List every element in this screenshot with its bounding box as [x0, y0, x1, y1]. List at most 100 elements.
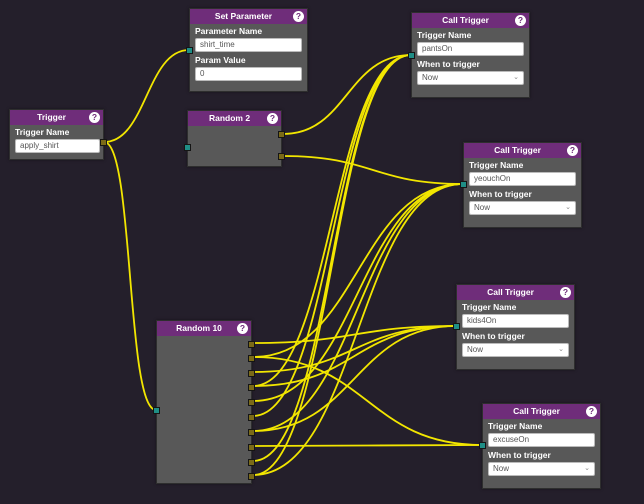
trigger-name-input[interactable]: excuseOn [488, 433, 595, 447]
trigger-name-label: Trigger Name [15, 127, 70, 137]
random-10-header[interactable]: Random 10 ? [157, 321, 251, 336]
trigger-name-input[interactable]: yeouchOn [469, 172, 576, 186]
output-port-10[interactable] [248, 473, 255, 480]
call-trigger-node-kids[interactable]: Call Trigger ? Trigger Name kids4On When… [453, 284, 575, 370]
connection-wire [282, 155, 464, 185]
parameter-name-label: Parameter Name [195, 26, 263, 36]
input-port[interactable] [184, 144, 191, 151]
output-port-1[interactable] [278, 131, 285, 138]
input-port[interactable] [479, 442, 486, 449]
output-port-5[interactable] [248, 399, 255, 406]
connection-wire [103, 141, 157, 411]
output-port-1[interactable] [248, 341, 255, 348]
help-icon[interactable]: ? [293, 11, 304, 22]
when-to-trigger-select[interactable]: Now ⌄ [488, 462, 595, 476]
trigger-name-label: Trigger Name [417, 30, 472, 40]
trigger-node[interactable]: Trigger ? Trigger Name apply_shirt [9, 109, 107, 160]
output-port-6[interactable] [248, 414, 255, 421]
trigger-name-label: Trigger Name [462, 302, 517, 312]
connection-wire [252, 183, 464, 358]
input-port[interactable] [408, 52, 415, 59]
node-title: Random 10 [176, 323, 222, 333]
call-trigger-header[interactable]: Call Trigger ? [464, 143, 581, 158]
output-port-7[interactable] [248, 429, 255, 436]
help-icon[interactable]: ? [515, 15, 526, 26]
input-port[interactable] [153, 407, 160, 414]
connection-wire [252, 54, 412, 476]
help-icon[interactable]: ? [237, 323, 248, 334]
output-port-8[interactable] [248, 444, 255, 451]
param-value-label: Param Value [195, 55, 246, 65]
set-parameter-header[interactable]: Set Parameter ? [190, 9, 307, 24]
output-port-3[interactable] [248, 370, 255, 377]
call-trigger-node-yeouch[interactable]: Call Trigger ? Trigger Name yeouchOn Whe… [460, 142, 582, 228]
node-title: Call Trigger [494, 145, 541, 155]
connection-wire [252, 444, 483, 447]
trigger-header[interactable]: Trigger ? [10, 110, 103, 125]
chevron-down-icon: ⌄ [584, 465, 590, 472]
connection-wire [252, 356, 483, 446]
chevron-down-icon: ⌄ [565, 204, 571, 211]
output-port-2[interactable] [278, 153, 285, 160]
select-value: Now [474, 203, 491, 212]
parameter-name-input[interactable]: shirt_time [195, 38, 302, 52]
call-trigger-node-excuse[interactable]: Call Trigger ? Trigger Name excuseOn Whe… [479, 403, 601, 489]
select-value: Now [493, 464, 510, 473]
when-to-trigger-label: When to trigger [462, 331, 525, 341]
chevron-down-icon: ⌄ [558, 346, 564, 353]
random-2-header[interactable]: Random 2 ? [188, 111, 281, 126]
output-port-2[interactable] [248, 355, 255, 362]
connection-wire [252, 325, 457, 344]
help-icon[interactable]: ? [89, 112, 100, 123]
connection-wire [252, 183, 464, 402]
connection-wire [252, 183, 464, 432]
output-port-4[interactable] [248, 384, 255, 391]
when-to-trigger-label: When to trigger [488, 450, 551, 460]
connection-wire [252, 325, 457, 432]
when-to-trigger-label: When to trigger [469, 189, 532, 199]
connection-wire [103, 49, 190, 143]
when-to-trigger-select[interactable]: Now ⌄ [469, 201, 576, 215]
help-icon[interactable]: ? [567, 145, 578, 156]
connection-wire [252, 54, 412, 387]
node-title: Random 2 [208, 113, 251, 123]
help-icon[interactable]: ? [267, 113, 278, 124]
when-to-trigger-select[interactable]: Now ⌄ [462, 343, 569, 357]
set-parameter-node[interactable]: Set Parameter ? Parameter Name shirt_tim… [186, 8, 308, 92]
random-10-node[interactable]: Random 10 ? [153, 320, 255, 484]
connection-wire [252, 183, 464, 476]
call-trigger-header[interactable]: Call Trigger ? [483, 404, 600, 419]
trigger-name-input[interactable]: pantsOn [417, 42, 524, 56]
node-title: Call Trigger [487, 287, 534, 297]
output-port-9[interactable] [248, 459, 255, 466]
connection-wire [252, 325, 457, 387]
trigger-name-label: Trigger Name [488, 421, 543, 431]
input-port[interactable] [453, 323, 460, 330]
trigger-name-label: Trigger Name [469, 160, 524, 170]
help-icon[interactable]: ? [586, 406, 597, 417]
node-title: Trigger [37, 112, 66, 122]
trigger-name-input[interactable]: kids4On [462, 314, 569, 328]
call-trigger-header[interactable]: Call Trigger ? [412, 13, 529, 28]
connection-wire [282, 54, 412, 135]
node-title: Call Trigger [442, 15, 489, 25]
when-to-trigger-label: When to trigger [417, 59, 480, 69]
select-value: Now [467, 345, 484, 354]
trigger-name-input[interactable]: apply_shirt [15, 139, 100, 153]
input-port[interactable] [460, 181, 467, 188]
when-to-trigger-select[interactable]: Now ⌄ [417, 71, 524, 85]
param-value-input[interactable]: 0 [195, 67, 302, 81]
chevron-down-icon: ⌄ [513, 74, 519, 81]
node-title: Set Parameter [214, 11, 273, 21]
call-trigger-header[interactable]: Call Trigger ? [457, 285, 574, 300]
help-icon[interactable]: ? [560, 287, 571, 298]
random-2-node[interactable]: Random 2 ? [184, 110, 285, 167]
input-port[interactable] [186, 47, 193, 54]
select-value: Now [422, 73, 439, 82]
output-port[interactable] [100, 139, 107, 146]
call-trigger-node-pants[interactable]: Call Trigger ? Trigger Name pantsOn When… [408, 12, 530, 98]
connection-wire [252, 54, 412, 417]
node-title: Call Trigger [513, 406, 560, 416]
